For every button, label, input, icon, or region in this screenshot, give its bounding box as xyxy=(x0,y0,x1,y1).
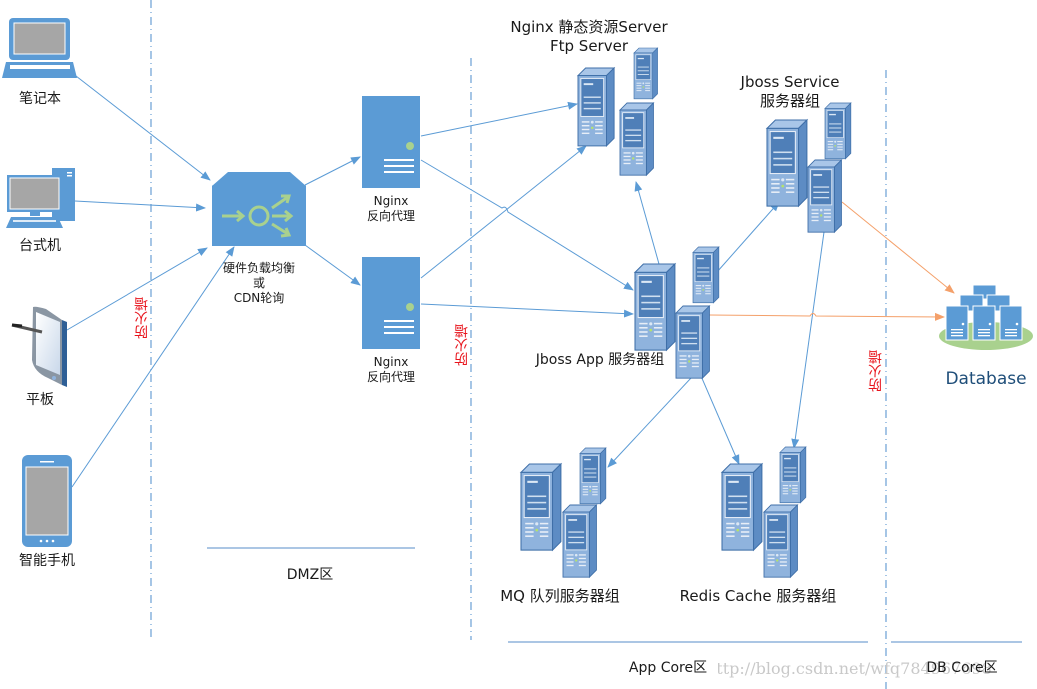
server-tower xyxy=(619,102,654,176)
jboss-service-label-line1: Jboss Service xyxy=(740,73,840,91)
link-jbossservice-redis xyxy=(791,231,825,449)
firewall-label-3: 防火墙 xyxy=(868,350,884,392)
server-tower xyxy=(520,463,562,551)
server-tower xyxy=(766,119,808,207)
proxy-1-role: 反向代理 xyxy=(366,209,415,223)
database-icon xyxy=(939,284,1033,350)
static-group-label: Nginx 静态资源Server Ftp Server xyxy=(489,18,689,56)
jboss-service-label-line2: 服务器组 xyxy=(759,91,820,110)
laptop-icon xyxy=(2,18,77,78)
server-tower xyxy=(824,102,852,160)
proxy-2-name: Nginx xyxy=(373,355,409,369)
nginx-proxy-server-1 xyxy=(362,96,420,188)
mq-group-label: MQ 队列服务器组 xyxy=(500,587,620,605)
link-jbossapp-static xyxy=(634,181,660,265)
static-group-label-line1: Nginx 静态资源Server xyxy=(510,18,668,36)
server-tower xyxy=(721,463,763,551)
link-laptop-lb xyxy=(75,75,211,181)
jboss-service-server-group xyxy=(766,102,852,233)
smartphone-label: 智能手机 xyxy=(19,553,75,569)
link-jbossapp-db xyxy=(708,312,945,321)
server-tower xyxy=(634,263,676,351)
tablet-label: 平板 xyxy=(26,392,54,408)
firewall-label-2: 防火墙 xyxy=(454,324,470,366)
laptop-label: 笔记本 xyxy=(19,91,61,107)
load-balancer-icon xyxy=(212,172,306,246)
dmz-zone-label: DMZ区 xyxy=(286,567,334,583)
link-jbossapp-redis xyxy=(700,375,740,465)
db-connections xyxy=(708,201,955,321)
static-server-group xyxy=(577,47,658,176)
server-tower xyxy=(577,67,615,147)
zone-separators xyxy=(150,0,887,689)
connections xyxy=(66,75,825,488)
zone-underlines xyxy=(207,547,1022,643)
server-tower xyxy=(763,504,798,578)
link-proxy1-jbossapp xyxy=(420,159,634,291)
server-tower xyxy=(807,159,842,233)
desktop-icon xyxy=(6,168,75,228)
load-balancer-label: 硬件负载均衡 或 CDN轮询 xyxy=(209,261,309,306)
jboss-service-label: Jboss Service 服务器组 xyxy=(720,73,860,111)
link-jbossservice-db xyxy=(841,201,955,294)
desktop-label: 台式机 xyxy=(19,238,61,254)
server-tower xyxy=(692,246,720,304)
smartphone-icon xyxy=(22,455,72,547)
link-proxy2-jbossapp xyxy=(420,303,634,318)
link-jbossapp-jbossservice xyxy=(716,201,780,273)
server-tower xyxy=(779,446,807,504)
link-lb-proxy1 xyxy=(304,156,361,186)
tablet-icon xyxy=(11,306,67,387)
link-proxy1-static xyxy=(420,101,578,137)
load-balancer-label-line2: 或 xyxy=(252,276,265,290)
watermark: http://blog.csdn.net/wfq784967698 xyxy=(706,659,992,678)
db-core-zone-label: DB Core区 xyxy=(926,660,998,676)
jboss-app-label: Jboss App 服务器组 xyxy=(535,352,665,368)
proxy-2-label: Nginx 反向代理 xyxy=(351,355,431,385)
app-core-zone-label: App Core区 xyxy=(618,660,718,678)
proxy-1-name: Nginx xyxy=(373,194,409,208)
server-tower xyxy=(675,305,710,379)
server-tower xyxy=(633,47,658,100)
mq-server-group xyxy=(520,447,607,578)
link-lb-proxy2 xyxy=(304,244,361,286)
database-label: Database xyxy=(945,369,1027,389)
load-balancer-label-line1: 硬件负载均衡 xyxy=(222,261,295,275)
link-proxy2-static xyxy=(420,145,587,279)
proxy-1-label: Nginx 反向代理 xyxy=(351,194,431,224)
server-tower xyxy=(579,447,607,505)
link-desktop-lb xyxy=(74,200,206,212)
link-phone-lb xyxy=(71,246,235,488)
static-group-label-line2: Ftp Server xyxy=(550,36,628,55)
redis-server-group xyxy=(721,446,807,578)
redis-group-label: Redis Cache 服务器组 xyxy=(679,587,837,605)
nginx-proxy-server-2 xyxy=(362,257,420,349)
proxy-2-role: 反向代理 xyxy=(366,370,415,384)
load-balancer-label-line3: CDN轮询 xyxy=(233,291,285,305)
firewall-label-1: 防火墙 xyxy=(134,297,150,339)
link-tablet-lb xyxy=(66,247,208,331)
link-jbossapp-mq xyxy=(607,377,692,468)
server-tower xyxy=(562,504,597,578)
